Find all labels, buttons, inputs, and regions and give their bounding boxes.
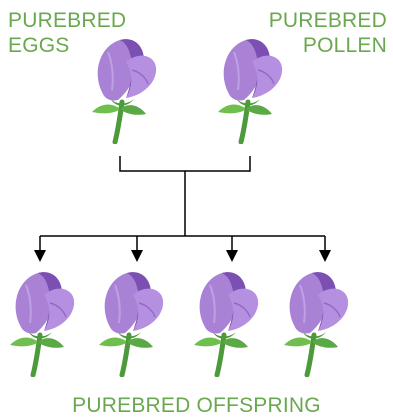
- purple-flower-icon: [0, 265, 78, 377]
- parent-bracket-line: [120, 156, 250, 171]
- purple-flower-icon: [184, 265, 262, 377]
- offspring-flower-1: [0, 265, 78, 377]
- offspring-label: PUREBRED OFFSPRING: [0, 393, 393, 418]
- offspring-flower-4: [274, 265, 352, 377]
- offspring-flower-3: [184, 265, 262, 377]
- purple-flower-icon: [274, 265, 352, 377]
- offspring-flower-2: [89, 265, 167, 377]
- purple-flower-icon: [89, 265, 167, 377]
